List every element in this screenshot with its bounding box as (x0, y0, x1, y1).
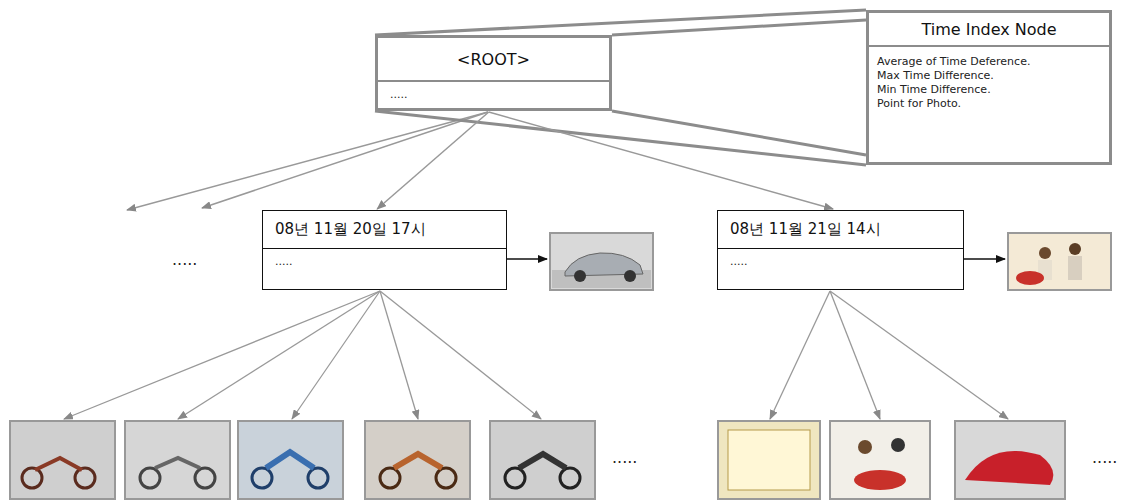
node-body-text: Point for Photo. (877, 97, 1101, 111)
branch-arrows (127, 112, 488, 210)
tree-arrow (377, 112, 489, 209)
photo-leaves (10, 421, 1065, 499)
time-index-node: <ROOT>..... (375, 35, 612, 111)
node-body-text: Average of Time Deference. (877, 55, 1101, 69)
node-heading: 08년 11월 20일 17시 (275, 220, 426, 239)
ellipsis-label: ..... (172, 250, 197, 269)
node-body-text: ..... (275, 255, 494, 269)
tree-arrow (489, 112, 833, 209)
photo-car (550, 233, 653, 290)
zoom-callout-lines (375, 10, 866, 165)
node-body-text: ..... (730, 255, 951, 269)
node-body-text: ..... (390, 88, 597, 102)
leaf-arrows (64, 291, 1008, 419)
node-heading: 08년 11월 21일 14시 (730, 220, 881, 239)
ellipsis-label: ..... (612, 448, 637, 467)
node-heading: <ROOT> (457, 50, 530, 69)
index-node-detail: Time Index NodeAverage of Time Deference… (866, 10, 1112, 165)
photo-people (1008, 233, 1111, 290)
node-heading: Time Index Node (921, 20, 1056, 39)
ellipsis-label: ..... (1092, 448, 1117, 467)
time-index-node: 08년 11월 20일 17시..... (262, 210, 507, 290)
photo-leaf-details (22, 430, 1053, 490)
time-index-node: 08년 11월 21일 14시..... (717, 210, 964, 290)
node-body-text: Min Time Difference. (877, 83, 1101, 97)
node-body-text: Max Time Difference. (877, 69, 1101, 83)
